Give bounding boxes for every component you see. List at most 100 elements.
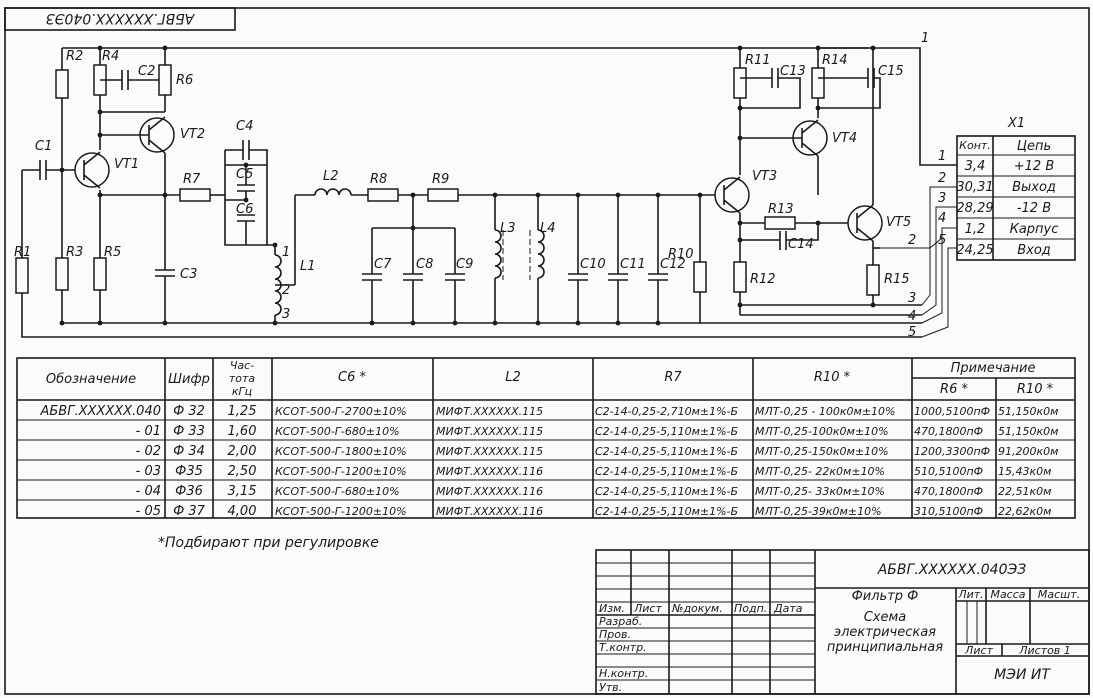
label-R10: R10 [668,247,694,262]
tb-row-approved: Утв. [599,681,622,694]
tb-row-checked: Пров. [599,628,631,641]
x1-circuit-cell: Вход [1017,243,1051,258]
header-l2: L2 [505,370,521,385]
label-C8: C8 [416,257,433,272]
cell-r7: С2-14-0,25-2,710м±1%-Б [595,405,738,418]
net-4-bus: 4 [908,309,916,324]
label-C13: C13 [780,64,806,79]
label-VT4: VT4 [832,131,857,146]
header-r7: R7 [664,370,682,385]
cell-l2: МИФТ.XXXXXX.115 [436,405,543,418]
cell-frequency: 4,00 [228,504,257,519]
cell-note-r10: 51,150к0м [998,405,1058,418]
header-note-r6: R6 * [940,382,968,397]
header-r10: R10 * [814,370,851,385]
cell-c6: КСОТ-500-Г-680±10% [275,485,400,498]
label-C7: C7 [374,257,392,272]
tb-scale: Масшт. [1038,588,1080,601]
cell-designation: - 04 [136,484,161,499]
cell-note-r6: 510,5100пФ [914,465,983,478]
cell-frequency: 3,15 [228,484,257,499]
x1-contact-cell: 24,25 [956,243,993,258]
cell-designation: - 01 [136,424,161,439]
net-5-bus: 5 [908,325,916,340]
cell-r7: С2-14-0,25-5,110м±1%-Б [595,445,738,458]
label-C15: C15 [878,64,904,79]
label-R14: R14 [822,53,848,68]
x1-contact-cell: 30,31 [956,180,993,195]
cell-l2: МИФТ.XXXXXX.116 [436,485,543,498]
label-L1-pin2: 2 [282,283,290,298]
label-L1: L1 [300,259,316,274]
cell-r10: МЛТ-0,25-39к0м±10% [755,505,882,518]
cell-note-r6: 1200,3300пФ [914,445,990,458]
label-L1-pin3: 3 [282,307,290,322]
cell-code: Ф 32 [173,404,205,419]
label-R6: R6 [176,73,193,88]
x1-circuit-cell: Выход [1012,180,1056,195]
label-C12: C12 [660,257,686,272]
header-designation: Обозначение [46,372,136,387]
circuit-schematic: R1 R2 R3 R4 R5 R6 R7 R8 R9 R10 R11 R12 R… [14,31,957,340]
cell-r10: МЛТ-0,25-100к0м±10% [755,425,889,438]
label-L3: L3 [500,221,516,236]
tb-document-code: АБВГ.XXXXXX.040ЭЗ [877,562,1027,578]
header-freq-line2: тота [229,372,256,385]
label-L1-pin1: 1 [282,245,290,260]
cell-note-r6: 470,1800пФ [914,425,983,438]
cell-note-r10: 22,51к0м [998,485,1051,498]
tb-col-change: Изм. [599,602,625,615]
tb-sheet: Лист [964,644,993,657]
cell-designation: - 05 [136,504,161,519]
cell-r10: МЛТ-0,25-150к0м±10% [755,445,889,458]
cell-frequency: 1,60 [228,424,257,439]
label-R7: R7 [183,172,201,187]
net-4-x1: 4 [938,211,946,226]
label-R3: R3 [66,245,83,260]
cell-c6: КСОТ-500-Г-2700±10% [275,405,407,418]
variants-table: Обозначение Шифр Час- тота кГц С6 * L2 R… [16,357,1076,519]
label-C3: C3 [180,267,197,282]
cell-code: Ф 37 [173,504,206,519]
x1-contact-cell: 1,2 [965,222,986,237]
label-R2: R2 [66,49,83,64]
cell-frequency: 2,50 [228,464,257,479]
x1-circuit-cell: Карпус [1010,222,1059,237]
title-block: Изм. Лист №докум. Подп. Дата Разраб. Про… [595,549,1090,695]
cell-code: Ф36 [175,484,203,499]
label-R1: R1 [14,245,31,260]
label-VT1: VT1 [114,157,139,172]
label-R4: R4 [102,49,119,64]
cell-c6: КСОТ-500-Г-680±10% [275,425,400,438]
label-C1: C1 [35,139,52,154]
label-L2: L2 [323,169,339,184]
header-note-r10: R10 * [1017,382,1054,397]
cell-l2: МИФТ.XXXXXX.116 [436,505,543,518]
cell-l2: МИФТ.XXXXXX.115 [436,425,543,438]
cell-code: Ф 33 [173,424,205,439]
tb-organization: МЭИ ИТ [994,667,1051,683]
label-R9: R9 [432,172,449,187]
cell-frequency: 1,25 [228,404,257,419]
cell-l2: МИФТ.XXXXXX.116 [436,465,543,478]
tb-row-developer: Разраб. [599,615,642,628]
tb-mass: Масса [990,588,1025,601]
net-2-vt5: 2 [908,233,916,248]
label-R5: R5 [104,245,121,260]
label-C6: C6 [236,202,253,217]
component-labels: R1 R2 R3 R4 R5 R6 R7 R8 R9 R10 R11 R12 R… [14,31,946,340]
label-R15: R15 [884,272,910,287]
tb-doc-title-line2: электрическая [834,625,936,640]
header-freq-unit: кГц [232,385,252,398]
cell-r7: С2-14-0,25-5,110м±1%-Б [595,505,738,518]
header-code: Шифр [168,372,210,387]
cell-designation: - 03 [136,464,161,479]
cell-code: Ф35 [175,464,203,479]
label-C11: C11 [620,257,646,272]
label-R11: R11 [745,53,771,68]
net-1-x1: 1 [938,149,946,164]
label-VT3: VT3 [752,169,777,184]
label-R13: R13 [768,202,794,217]
